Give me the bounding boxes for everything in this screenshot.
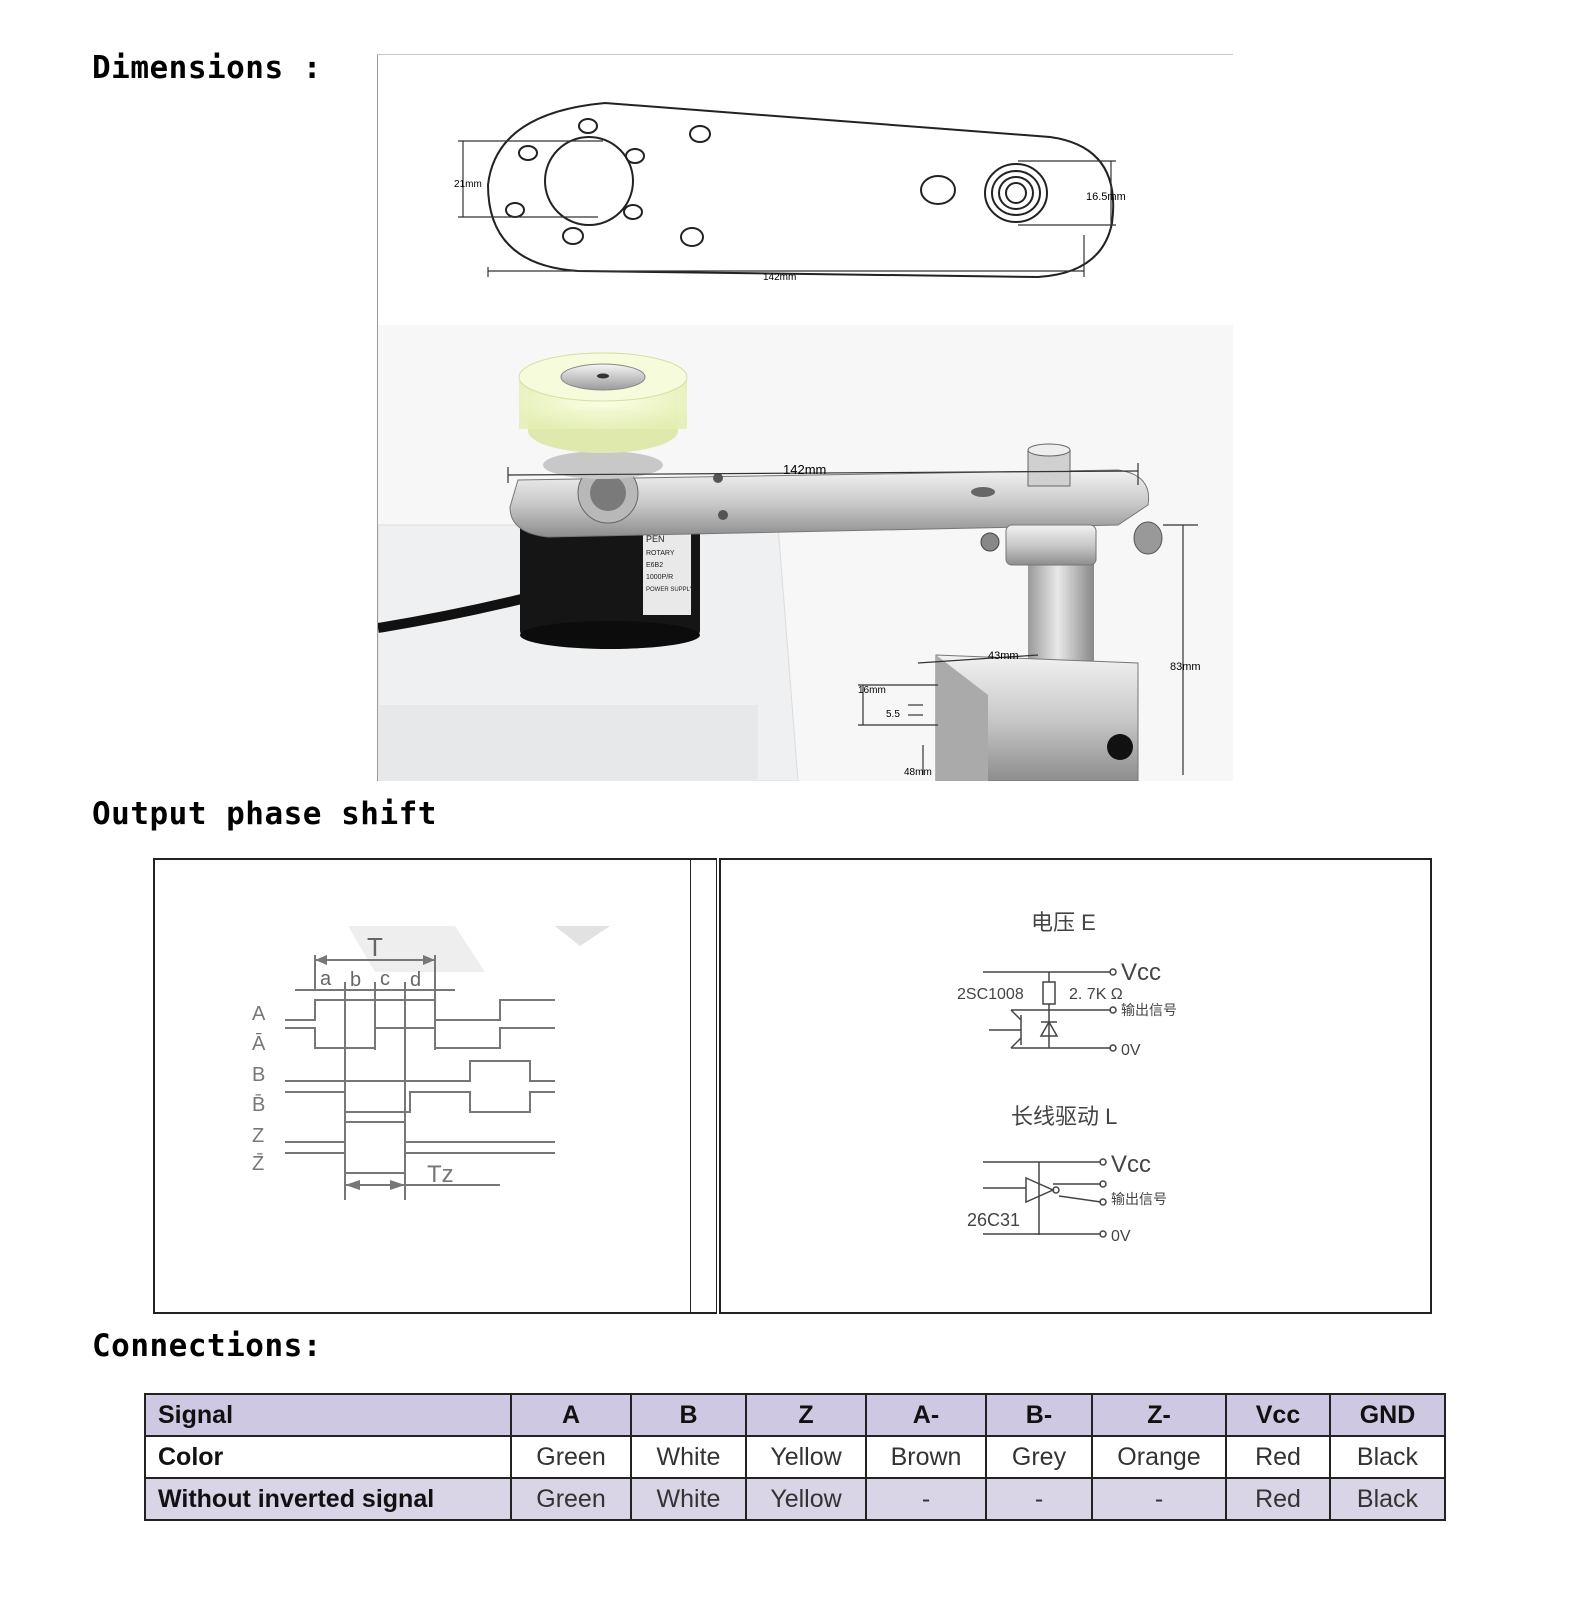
encoder-photo: PEN ROTARY E6B2 1000P/R POWER SUPPLY [378,325,1233,781]
signal-label-z-bar: Z̄ [252,1152,264,1175]
timing-period-label: T [367,932,383,962]
header-cell: Z [745,1393,867,1437]
table-cell: Green [510,1435,632,1479]
table-cell: Yellow [745,1435,867,1479]
table-cell: White [630,1435,747,1479]
table-cell: - [985,1477,1093,1521]
dim-21-label: 21mm [454,179,482,190]
header-cell: GND [1329,1393,1446,1437]
table-header-row: Signal A B Z A- B- Z- Vcc GND [144,1393,1446,1437]
encoder-label-line-1: PEN [646,534,665,544]
dim-142-photo-label: 142mm [783,462,826,477]
voltage-e-gnd: 0V [1121,1042,1141,1059]
dim-83-label: 83mm [1170,661,1201,673]
signal-label-a: A [252,1003,266,1025]
dim-43-label: 43mm [988,650,1019,662]
phase-label-d: d [410,969,421,991]
header-cell: B [630,1393,747,1437]
table-cell: Red [1225,1477,1331,1521]
table-cell: White [630,1477,747,1521]
arm-outline-drawing [486,101,1115,279]
line-driver-circuit [983,1158,1107,1238]
table-cell: - [1091,1477,1227,1521]
voltage-e-resistor: 2. 7K Ω [1069,986,1123,1003]
dimensions-figure: 21mm 16.5mm 142mm PEN ROTARY E6B2 1000P/… [377,54,1233,781]
line-driver-gnd: 0V [1111,1228,1131,1245]
header-cell: Z- [1091,1393,1227,1437]
line-driver-chip: 26C31 [967,1210,1020,1230]
line-driver-output: 输出信号 [1111,1191,1167,1207]
dim-142-top-label: 142mm [763,272,796,283]
table-cell: Black [1329,1435,1446,1479]
line-driver-vcc: Vcc [1111,1151,1151,1178]
output-circuit-panel: 电压 E Vcc 2SC1008 2. 7K Ω 输出信号 0V 长线驱动 L [719,858,1432,1314]
table-cell: Black [1329,1477,1446,1521]
table-cell: Without inverted signal [144,1477,512,1521]
header-cell: B- [985,1393,1093,1437]
table-cell: Green [510,1477,632,1521]
table-cell: Yellow [745,1477,867,1521]
signal-label-b-bar: B̄ [252,1093,265,1116]
phase-label-b: b [350,969,361,991]
voltage-e-circuit [983,968,1117,1052]
dimensions-heading: Dimensions : [92,50,322,86]
signal-label-b: B [252,1064,265,1086]
dim-16-5-label: 16.5mm [1086,191,1126,203]
voltage-e-title: 电压 E [1031,910,1096,935]
tz-label: Tz [427,1161,454,1188]
phase-label-c: c [380,968,390,990]
signal-label-z: Z [252,1125,264,1147]
header-cell: Signal [144,1393,512,1437]
dim-16-label: 16mm [858,685,886,696]
encoder-label-line-3: E6B2 [646,562,663,569]
line-driver-title: 长线驱动 L [1011,1104,1117,1129]
table-cell: Red [1225,1435,1331,1479]
encoder-label-line-5: POWER SUPPLY [646,587,694,593]
dim-5-5-label: 5.5 [886,709,900,720]
outline-dimension-lines [458,140,1116,277]
table-row: Color Green White Yellow Brown Grey Oran… [144,1435,1446,1479]
dim-48-label: 48mm [904,767,932,778]
encoder-label-line-2: ROTARY [646,550,675,557]
connections-table: Signal A B Z A- B- Z- Vcc GND Color Gree… [144,1393,1446,1521]
signal-label-a-bar: Ā [252,1032,266,1055]
table-cell: - [865,1477,987,1521]
table-cell: Brown [865,1435,987,1479]
voltage-e-transistor: 2SC1008 [957,986,1024,1003]
table-cell: Grey [985,1435,1093,1479]
encoder-label-line-4: 1000P/R [646,574,673,581]
header-cell: Vcc [1225,1393,1331,1437]
connections-heading: Connections: [92,1328,322,1364]
voltage-e-output: 输出信号 [1121,1002,1177,1018]
phase-label-a: a [320,968,332,990]
timing-diagram-panel: T a b c d A Ā B B̄ Z Z̄ Tz [153,858,692,1314]
header-cell: A [510,1393,632,1437]
table-cell: Orange [1091,1435,1227,1479]
table-row: Without inverted signal Green White Yell… [144,1477,1446,1521]
output-phase-heading: Output phase shift [92,796,437,832]
header-cell: A- [865,1393,987,1437]
timing-waveforms [285,955,555,1200]
table-cell: Color [144,1435,512,1479]
panel-divider [690,858,717,1314]
voltage-e-vcc: Vcc [1121,959,1161,986]
